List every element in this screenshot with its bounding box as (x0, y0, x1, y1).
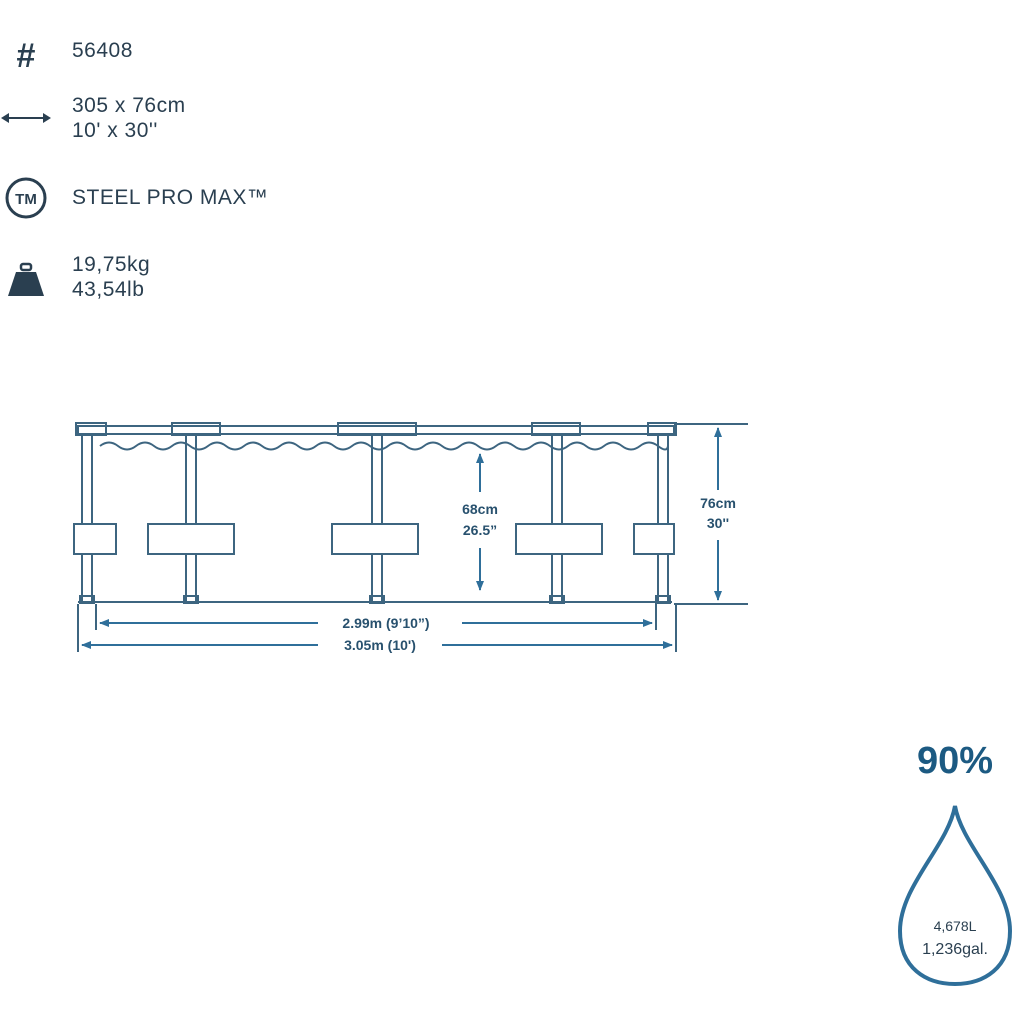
trademark-icon-text: TM (15, 191, 37, 208)
leg-sleeve (515, 523, 603, 555)
size-imperial: 10' x 30'' (72, 119, 158, 142)
inner-width-label: 2.99m (9’10”) (342, 615, 429, 631)
double-arrow-icon (0, 92, 52, 144)
capacity-block: 90% 4,678L 1,236gal. (890, 740, 1020, 990)
leg (657, 433, 669, 603)
spec-model: # 56408 (0, 30, 420, 100)
leg-sleeve (73, 523, 117, 555)
leg (371, 433, 383, 603)
capacity-gallons: 1,236gal. (922, 941, 988, 958)
spec-brand: TM STEEL PRO MAX™ (0, 172, 420, 242)
size-metric: 305 x 76cm (72, 94, 186, 117)
trademark-icon: TM (0, 172, 52, 224)
fill-percent: 90% (916, 740, 994, 782)
wall-height-imperial: 30'' (707, 515, 729, 531)
weight-icon (0, 252, 52, 304)
wall-height-metric: 76cm (700, 495, 736, 511)
leg (551, 433, 563, 603)
leg-sleeve (633, 523, 675, 555)
water-depth-metric: 68cm (462, 501, 498, 517)
leg (81, 433, 93, 603)
pool-frame (73, 422, 748, 652)
water-depth-imperial: 26.5” (463, 522, 497, 538)
hash-icon: # (16, 36, 36, 75)
pool-dimension-diagram: 68cm 26.5” 76cm 30'' 2.99m (9’10”) 3.05m… (73, 422, 748, 653)
spec-size: 305 x 76cm 10' x 30'' (0, 92, 420, 162)
top-rail (77, 425, 675, 435)
leg (185, 433, 197, 603)
weight-text: 19,75kg 43,54lb (72, 252, 150, 302)
weight-metric: 19,75kg (72, 253, 151, 276)
model-number: 56408 (72, 39, 133, 62)
size-text: 305 x 76cm 10' x 30'' (72, 93, 186, 143)
outer-width-label: 3.05m (10') (344, 637, 416, 653)
leg-sleeve (147, 523, 235, 555)
weight-imperial: 43,54lb (72, 278, 145, 301)
capacity-liters: 4,678L (934, 918, 977, 934)
brand-name: STEEL PRO MAX™ (72, 186, 269, 209)
leg-sleeve (331, 523, 419, 555)
spec-weight: 19,75kg 43,54lb (0, 252, 420, 322)
water-drop-icon: 4,678L 1,236gal. (897, 805, 1013, 987)
